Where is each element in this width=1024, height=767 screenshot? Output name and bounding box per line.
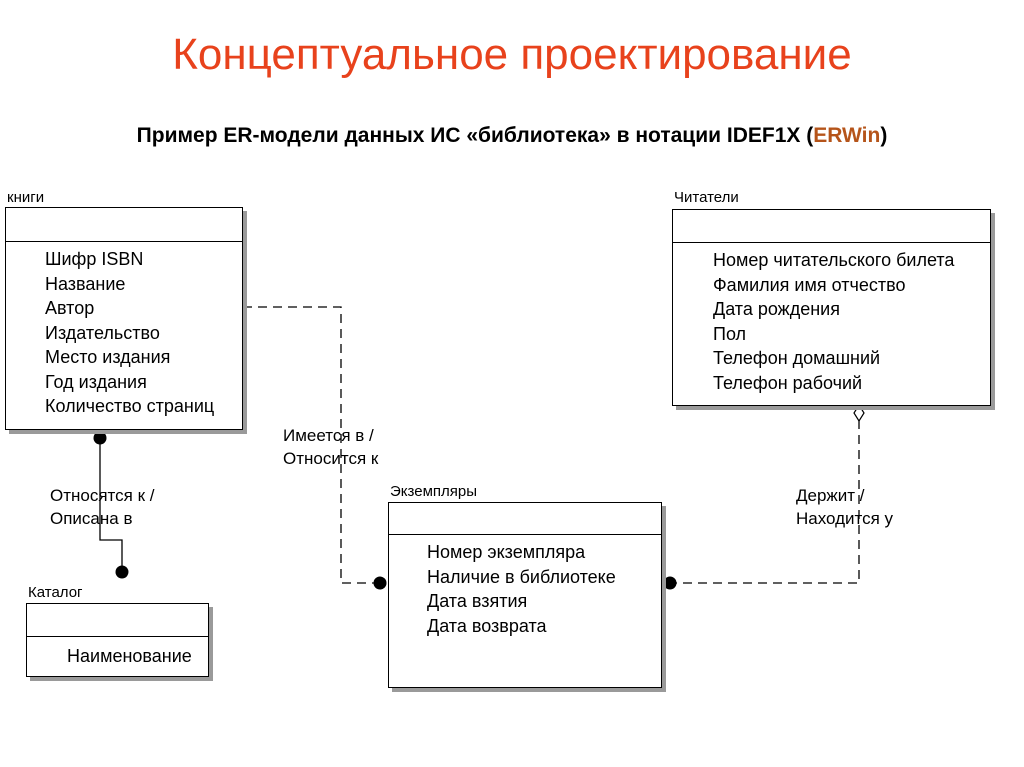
entity-catalog: Наименование xyxy=(26,603,209,677)
entity-books-attributes: Шифр ISBN Название Автор Издательство Ме… xyxy=(6,242,242,419)
entity-copies: Номер экземпляра Наличие в библиотеке Да… xyxy=(388,502,662,688)
readers-copies-end-dot xyxy=(663,576,677,590)
attribute: Автор xyxy=(45,298,95,318)
entity-readers-attributes: Номер читательского билета Фамилия имя о… xyxy=(673,243,990,395)
rel-books-copies-label: Имеется в / Относится к xyxy=(283,424,378,470)
attribute: Пол xyxy=(713,323,747,344)
entity-readers-name: Читатели xyxy=(674,189,739,206)
books-catalog-end-dot xyxy=(115,565,129,579)
attribute: Издательство xyxy=(45,322,160,343)
attribute: Шифр ISBN xyxy=(45,249,144,269)
rel-verb-phrase: Находится у xyxy=(796,509,894,528)
entity-readers: Номер читательского билета Фамилия имя о… xyxy=(672,209,991,406)
rel-verb-phrase: Относятся к / xyxy=(50,486,155,505)
entity-copies-key-area xyxy=(389,503,661,535)
entity-catalog-name: Каталог xyxy=(28,584,83,601)
entity-books: Шифр ISBN Название Автор Издательство Ме… xyxy=(5,207,243,430)
slide-subtitle: Пример ER-модели данных ИС «библиотека» … xyxy=(0,124,1024,148)
slide-title: Концептуальное проектирование xyxy=(172,30,852,79)
attribute: Дата взятия xyxy=(427,591,528,611)
attribute: Год издания xyxy=(45,371,147,392)
subtitle-accent: ERWin xyxy=(813,124,881,147)
attribute: Телефон домашний xyxy=(713,348,881,368)
books-catalog-connector xyxy=(99,438,123,572)
books-copies-connector xyxy=(243,306,379,584)
attribute: Телефон рабочий xyxy=(713,372,863,393)
rel-verb-phrase: Имеется в / xyxy=(283,426,374,445)
attribute: Наименование xyxy=(67,646,192,666)
entity-copies-attributes: Номер экземпляра Наличие в библиотеке Да… xyxy=(389,535,661,638)
attribute: Наличие в библиотеке xyxy=(427,566,616,587)
subtitle-end: ) xyxy=(880,124,888,147)
entity-books-name: книги xyxy=(7,189,45,206)
books-catalog-start-dot xyxy=(93,431,107,445)
readers-copies-connector xyxy=(671,420,860,584)
attribute: Дата рождения xyxy=(713,299,840,319)
rel-books-catalog-label: Относятся к / Описана в xyxy=(50,484,154,530)
rel-verb-phrase: Держит / xyxy=(796,486,865,505)
readers-copies-diamond xyxy=(853,403,865,423)
entity-catalog-attributes: Наименование xyxy=(27,637,208,669)
attribute: Номер экземпляра xyxy=(427,542,586,562)
entity-books-key-area xyxy=(6,208,242,242)
attribute: Количество страниц xyxy=(45,396,215,416)
entity-readers-key-area xyxy=(673,210,990,243)
rel-verb-phrase: Относится к xyxy=(283,449,379,468)
attribute: Дата возврата xyxy=(427,615,547,636)
attribute: Место издания xyxy=(45,347,171,367)
rel-verb-phrase: Описана в xyxy=(50,509,133,528)
books-copies-end-dot xyxy=(373,576,387,590)
entity-catalog-key-area xyxy=(27,604,208,637)
attribute: Номер читательского билета xyxy=(713,250,955,270)
attribute: Фамилия имя отчество xyxy=(713,274,906,295)
rel-readers-copies-label: Держит / Находится у xyxy=(796,484,893,530)
attribute: Название xyxy=(45,273,126,294)
entity-copies-name: Экземпляры xyxy=(390,483,477,500)
subtitle-text: Пример ER-модели данных ИС «библиотека» … xyxy=(136,124,814,147)
